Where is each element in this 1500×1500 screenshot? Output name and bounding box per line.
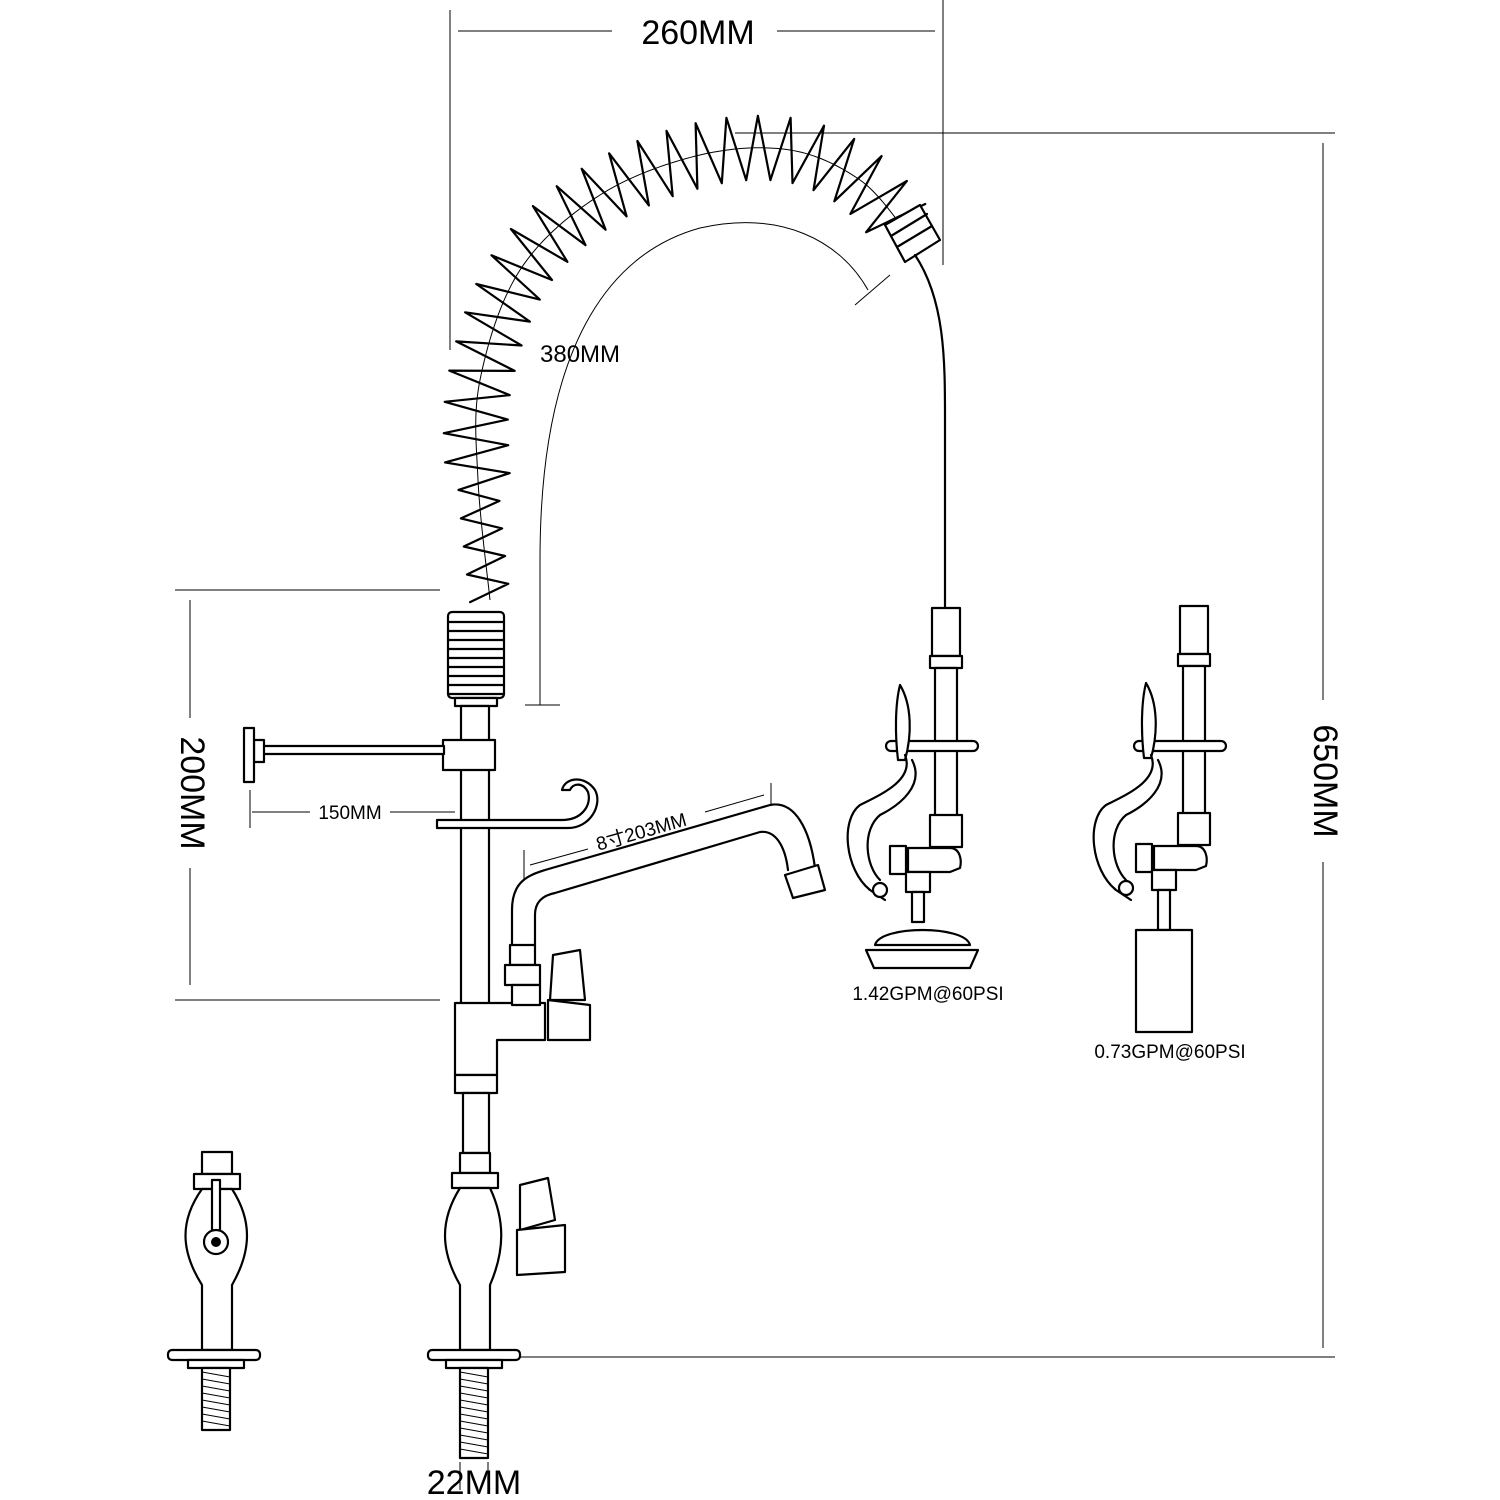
width-top-label: 260MM — [641, 14, 754, 52]
hose-length-label: 380MM — [540, 341, 620, 368]
sprayer-1: 1.42GPM@60PSI — [846, 606, 1004, 1005]
thread — [459, 1371, 489, 1455]
sprayer-2-flow-rate: 0.73GPM@60PSI — [1094, 1042, 1245, 1063]
dimension-260mm: 260MM — [449, 0, 944, 350]
hose — [913, 253, 947, 610]
bracket-height-label: 200MM — [173, 736, 211, 849]
thread — [201, 1371, 231, 1427]
main-column — [242, 610, 827, 1460]
pipe-diameter-label: 22MM — [427, 1464, 521, 1500]
base-valve-side-view — [166, 1150, 262, 1432]
dimension-200mm: 200MM — [173, 589, 440, 1001]
dimension-150mm: 150MM — [249, 790, 455, 828]
dimension-380mm: 380MM — [525, 222, 891, 706]
sprayer-2: 0.73GPM@60PSI — [1092, 604, 1246, 1063]
bracket-arm-label: 150MM — [318, 803, 381, 824]
dimension-22mm: 22MM — [427, 1462, 521, 1500]
dimension-650mm: 650MM — [515, 132, 1344, 1358]
sprayer-1-flow-rate: 1.42GPM@60PSI — [852, 984, 1003, 1005]
spring-end-cap — [883, 203, 942, 264]
spring-axis — [475, 147, 906, 601]
total-height-label: 650MM — [1306, 724, 1344, 837]
spring-coil — [442, 114, 927, 604]
